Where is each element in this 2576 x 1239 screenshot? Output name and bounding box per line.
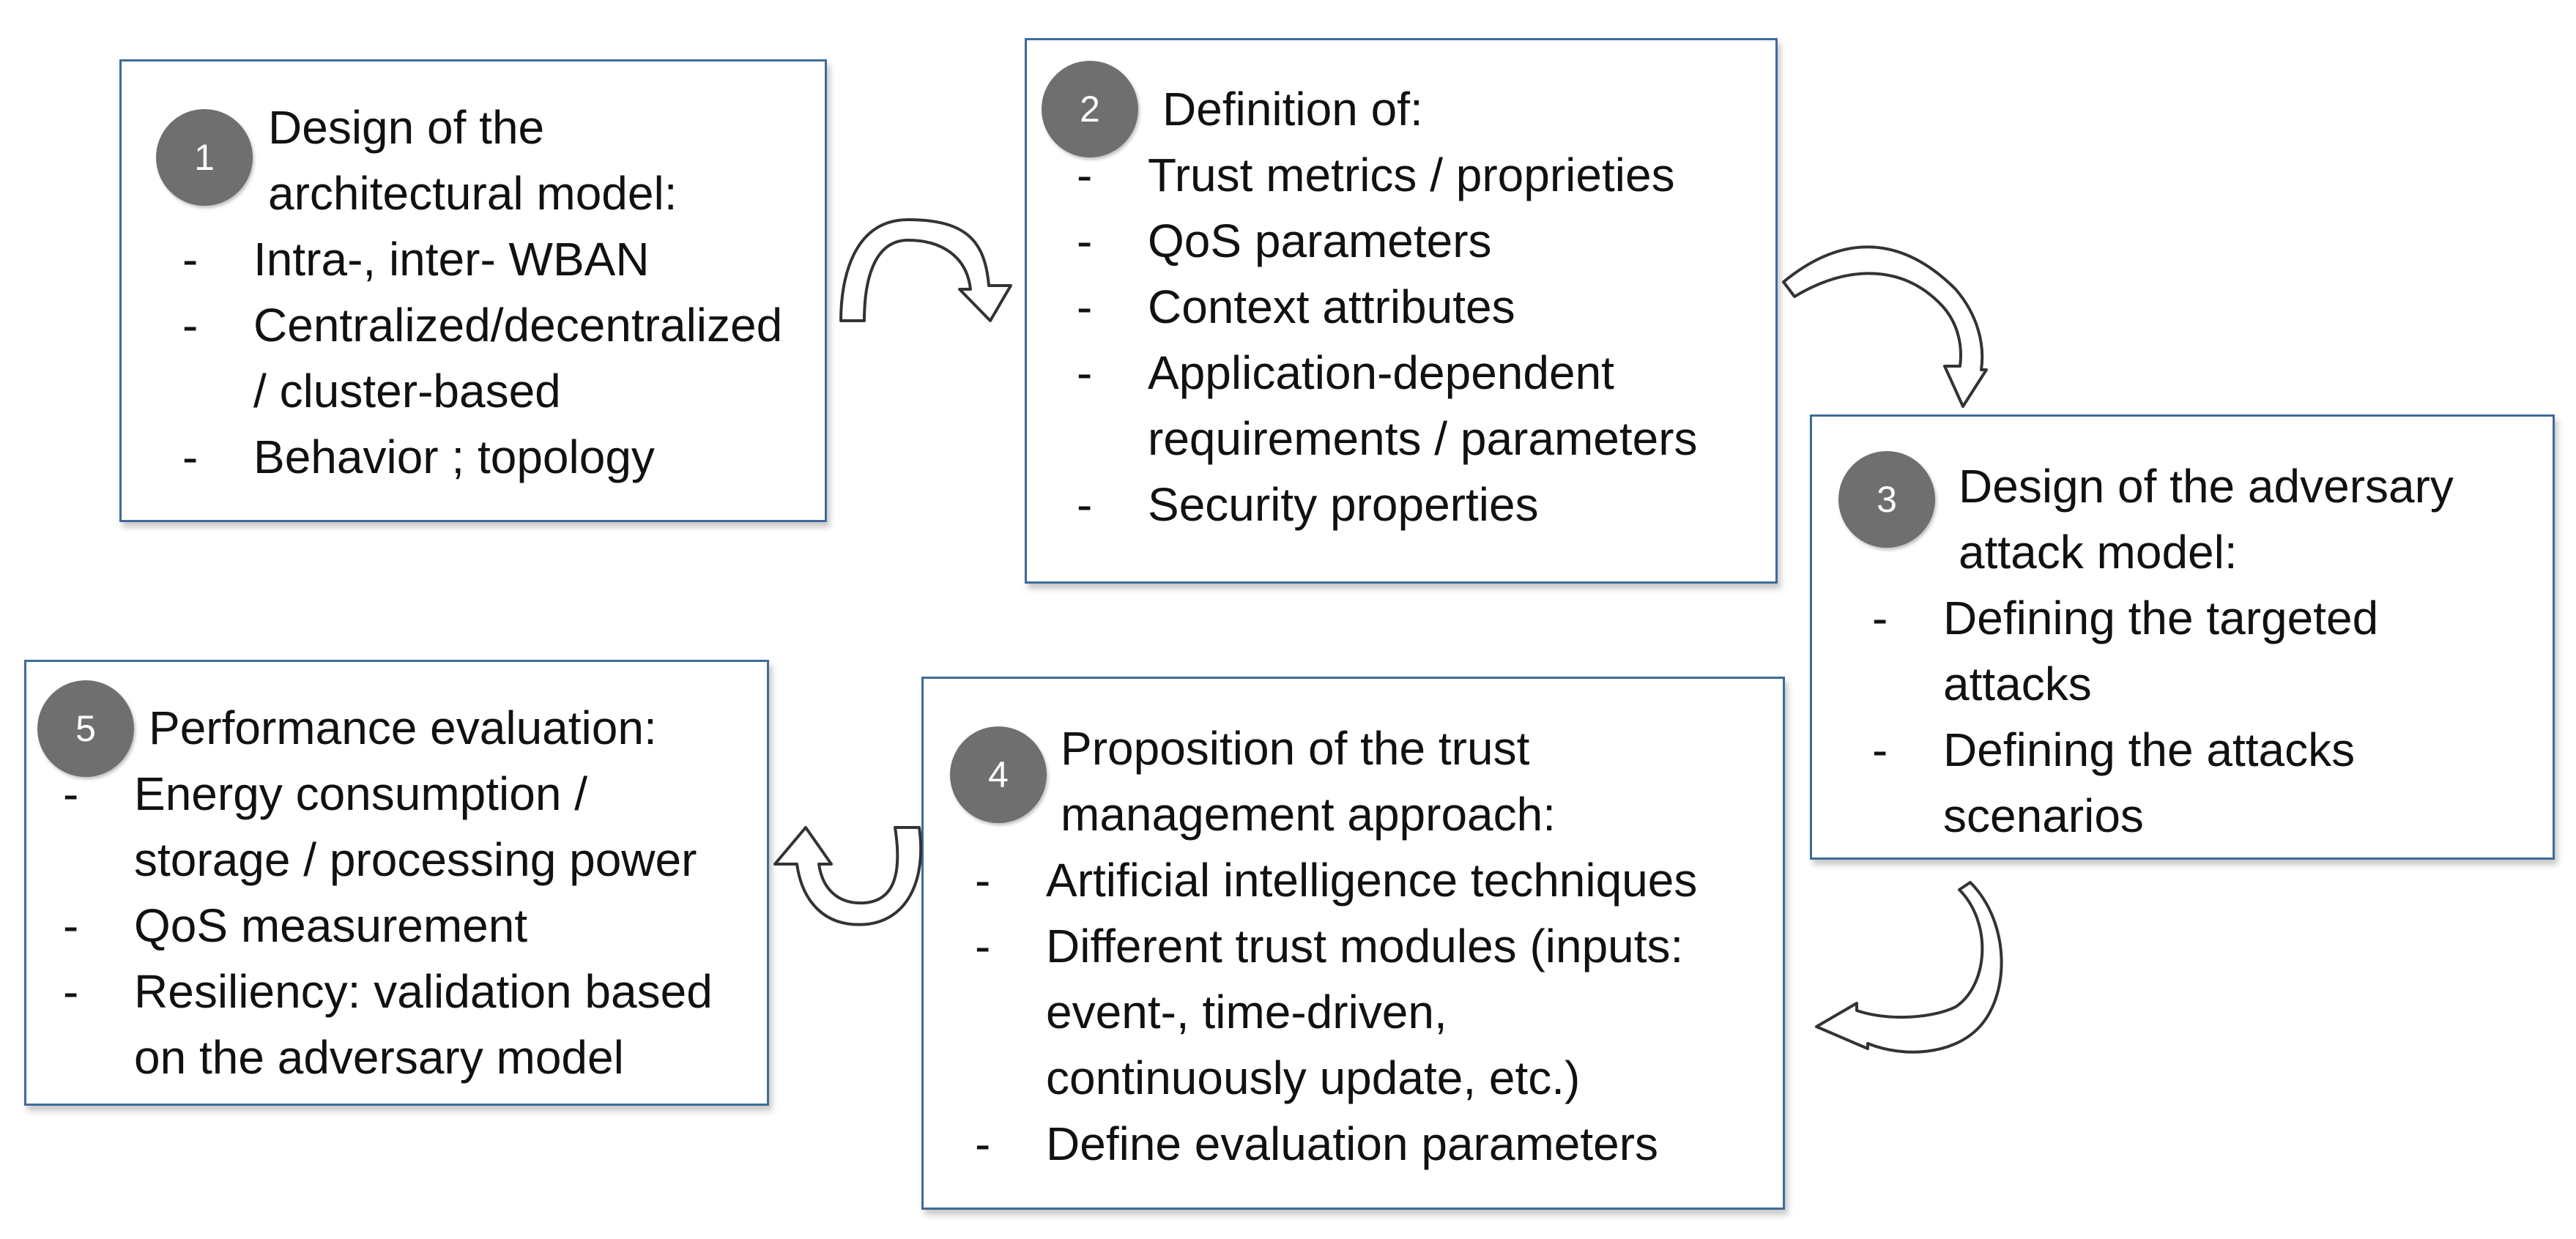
step-1-item-2-line-2: / cluster-based [253, 365, 561, 417]
step-2-list: - Trust metrics / proprieties - QoS parame… [1077, 142, 1698, 537]
step-2-number-badge: 2 [1042, 61, 1138, 157]
step-5-item-3-line-2: on the adversary model [134, 1031, 624, 1084]
step-3-item: - Defining the targeted attacks [1872, 585, 2378, 717]
step-2-item: - Application-dependent requirements / par… [1077, 340, 1698, 472]
arrow-step-2-to-3 [1782, 245, 1988, 408]
step-1-title-line-2: architectural model: [268, 167, 678, 220]
bullet-dash: - [63, 767, 79, 820]
step-2-item-2-line-1: QoS parameters [1148, 215, 1492, 267]
step-5-item-2-line-1: QoS measurement [134, 899, 528, 952]
step-4-item-3-line-1: Define evaluation parameters [1046, 1117, 1659, 1170]
step-3-number-badge: 3 [1838, 451, 1935, 548]
step-5-item-3-line-1: Resiliency: validation based [134, 965, 713, 1018]
step-3-box: 3 Design of the adversary attack model: … [1810, 414, 2555, 860]
step-1-title-line-1: Design of the [268, 101, 545, 154]
step-1-number: 1 [194, 137, 215, 178]
step-3-title: Design of the adversary attack model: [1959, 453, 2454, 585]
bullet-dash: - [1077, 346, 1093, 399]
step-2-item-3-line-1: Context attributes [1148, 280, 1515, 333]
step-5-title-line-1: Performance evaluation: [149, 702, 657, 754]
step-2-title: Definition of: [1162, 76, 1423, 142]
step-2-item-4-line-1: Application-dependent [1148, 346, 1614, 399]
step-4-item-2-line-3: continuously update, etc.) [1046, 1052, 1581, 1104]
step-1-item: - Behavior ; topology [182, 424, 782, 490]
step-1-item: - Intra-, inter- WBAN [182, 226, 782, 292]
step-3-item-2-line-1: Defining the attacks [1943, 723, 2356, 776]
arrow-step-1-to-2 [839, 218, 1012, 322]
step-3-item-2-line-2: scenarios [1943, 789, 2144, 842]
step-2-item: - Trust metrics / proprieties [1077, 142, 1698, 208]
step-4-number: 4 [988, 754, 1009, 795]
step-5-item-1-line-2: storage / processing power [134, 833, 697, 886]
step-1-item-2-line-1: Centralized/decentralized [253, 299, 783, 351]
step-5-item: - Resiliency: validation based on the adve… [63, 959, 713, 1090]
step-4-item-1-line-1: Artificial intelligence techniques [1046, 854, 1698, 907]
step-5-item: - QoS measurement [63, 893, 713, 959]
bullet-dash: - [182, 299, 198, 351]
step-1-title: Design of the architectural model: [268, 94, 677, 226]
step-2-item: - Security properties [1077, 472, 1698, 537]
bullet-dash: - [975, 1117, 991, 1170]
step-2-item: - QoS parameters [1077, 208, 1698, 274]
bullet-dash: - [975, 854, 991, 907]
step-3-list: - Defining the targeted attacks - Defining … [1872, 585, 2378, 849]
step-5-number-badge: 5 [37, 680, 134, 777]
step-5-list: - Energy consumption / storage / processin… [63, 761, 713, 1090]
step-2-item-1-line-1: Trust metrics / proprieties [1148, 149, 1675, 201]
step-5-title: Performance evaluation: [149, 695, 657, 761]
step-4-item-2-line-2: event-, time-driven, [1046, 986, 1447, 1038]
step-5-box: 5 Performance evaluation: - Energy consum… [24, 660, 769, 1106]
step-5-item: - Energy consumption / storage / processin… [63, 761, 713, 893]
bullet-dash: - [1077, 280, 1093, 333]
step-4-box: 4 Proposition of the trust management ap… [921, 677, 1785, 1210]
step-4-item: - Artificial intelligence techniques [975, 847, 1697, 913]
step-3-item: - Defining the attacks scenarios [1872, 717, 2378, 849]
step-2-number: 2 [1080, 89, 1100, 130]
bullet-dash: - [975, 920, 991, 972]
step-2-box: 2 Definition of: - Trust metrics / propri… [1025, 38, 1778, 584]
arrow-step-3-to-4 [1815, 881, 2003, 1054]
step-4-title-line-2: management approach: [1061, 788, 1556, 841]
step-1-item: - Centralized/decentralized / cluster-base… [182, 292, 782, 424]
bullet-dash: - [1077, 149, 1093, 201]
step-5-item-1-line-1: Energy consumption / [134, 767, 587, 820]
bullet-dash: - [182, 233, 198, 286]
bullet-dash: - [1077, 215, 1093, 267]
step-1-box: 1 Design of the architectural model: - In… [119, 59, 827, 522]
step-4-number-badge: 4 [950, 726, 1047, 823]
step-2-item-5-line-1: Security properties [1148, 478, 1539, 531]
bullet-dash: - [1872, 723, 1888, 776]
step-4-list: - Artificial intelligence techniques - Dif… [975, 847, 1697, 1177]
step-4-title: Proposition of the trust management appr… [1061, 715, 1556, 847]
bullet-dash: - [1872, 592, 1888, 644]
step-4-item: - Define evaluation parameters [975, 1111, 1697, 1177]
step-3-number: 3 [1877, 479, 1897, 520]
step-1-item-1-line-1: Intra-, inter- WBAN [253, 233, 650, 286]
step-3-title-line-1: Design of the adversary [1959, 460, 2454, 513]
step-4-title-line-1: Proposition of the trust [1061, 722, 1530, 775]
step-4-item-2-line-1: Different trust modules (inputs: [1046, 920, 1684, 972]
step-1-list: - Intra-, inter- WBAN - Centralized/decent… [182, 226, 782, 490]
bullet-dash: - [63, 899, 79, 952]
step-2-item-4-line-2: requirements / parameters [1148, 412, 1698, 465]
step-3-title-line-2: attack model: [1959, 526, 2238, 578]
step-2-title-line-1: Definition of: [1162, 83, 1423, 135]
step-1-item-3-line-1: Behavior ; topology [253, 431, 655, 483]
step-3-item-1-line-1: Defining the targeted [1943, 592, 2379, 644]
step-3-item-1-line-2: attacks [1943, 658, 2092, 710]
arrow-step-4-to-5 [773, 826, 923, 926]
step-4-item: - Different trust modules (inputs: event-,… [975, 913, 1697, 1111]
step-2-item: - Context attributes [1077, 274, 1698, 340]
step-5-number: 5 [75, 708, 96, 749]
bullet-dash: - [182, 431, 198, 483]
step-1-number-badge: 1 [156, 109, 253, 206]
bullet-dash: - [63, 965, 79, 1018]
bullet-dash: - [1077, 478, 1093, 531]
